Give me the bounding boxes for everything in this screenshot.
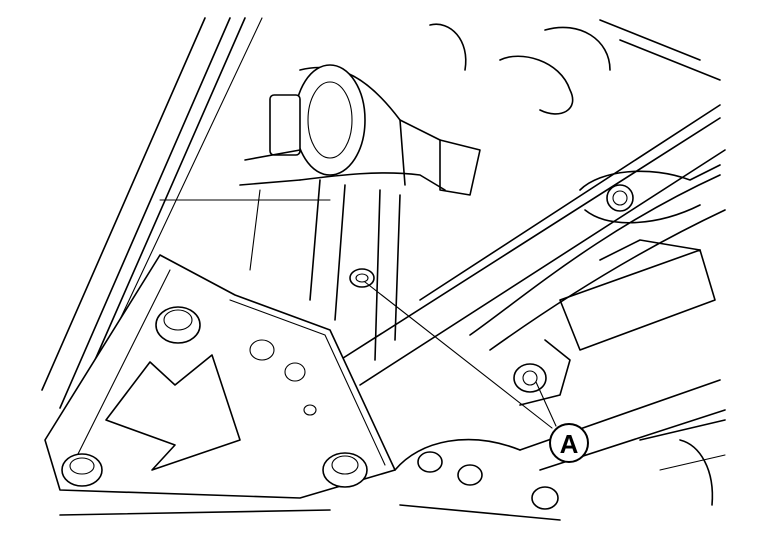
direction-arrow	[105, 354, 241, 471]
hose-cluster	[429, 19, 721, 115]
under-cover-plate	[44, 254, 396, 499]
cover-bolt	[61, 453, 103, 487]
cover-bolt	[322, 452, 368, 488]
motor-unit	[513, 239, 716, 406]
callout-a: A	[549, 423, 589, 463]
pipe-assembly	[239, 64, 481, 196]
callout-a-label: A	[560, 429, 579, 459]
plate-hole	[249, 339, 317, 416]
drain-plug	[349, 268, 375, 288]
left-frame-rail	[41, 17, 263, 409]
center-members	[159, 179, 401, 361]
crossmember-bolt	[606, 184, 634, 212]
frame-bolt	[417, 451, 559, 510]
callout-leader	[364, 281, 557, 429]
cover-bolt	[155, 306, 201, 344]
crossmember	[339, 104, 726, 386]
